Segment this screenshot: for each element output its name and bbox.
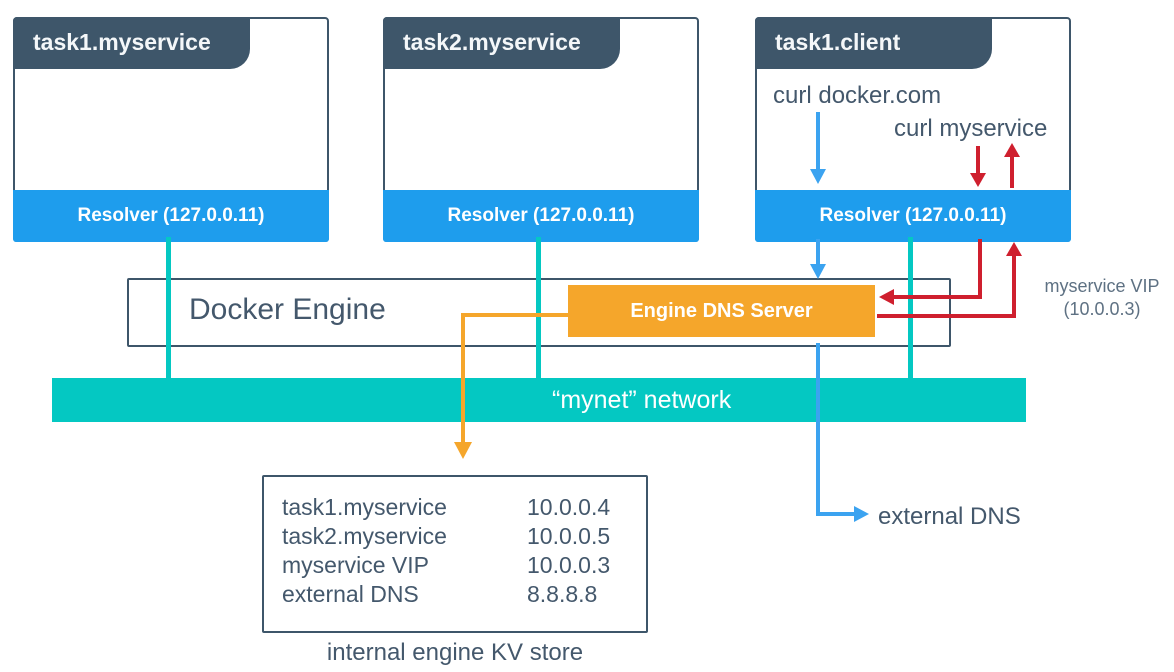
mynet-network-bar: “mynet” network <box>52 378 1026 422</box>
network-link-line-task1-client <box>908 237 913 378</box>
myservice-vip-label-line1: myservice VIP <box>1044 276 1160 296</box>
kv-key: task2.myservice <box>282 523 447 549</box>
container-title: task1.client <box>775 29 901 55</box>
container-tab: task2.myservice <box>383 17 620 69</box>
vip-answer-line <box>1012 256 1016 316</box>
kv-store-row: task1.myservice 10.0.0.4 <box>264 493 646 522</box>
kv-store-row: external DNS 8.8.8.8 <box>264 580 646 609</box>
external-dns-label: external DNS <box>878 503 1021 530</box>
myservice-vip-label: myservice VIP (10.0.0.3) <box>1030 275 1174 321</box>
container-title: task1.myservice <box>33 29 211 55</box>
mynet-network-label: “mynet” network <box>552 386 732 414</box>
resolver-label: Resolver (127.0.0.11) <box>819 205 1007 226</box>
network-link-line-task1-myservice <box>166 237 171 378</box>
resolver-label: Resolver (127.0.0.11) <box>447 205 635 226</box>
kv-store-row: task2.myservice 10.0.0.5 <box>264 522 646 551</box>
container-task1-client: task1.client curl docker.com curl myserv… <box>755 17 1071 242</box>
resolver-bar: Resolver (127.0.0.11) <box>13 190 329 242</box>
container-tab: task1.myservice <box>13 17 250 69</box>
myservice-query-down-arrowhead-icon <box>970 173 986 187</box>
external-forward-arrowhead-icon <box>854 506 869 522</box>
network-link-line-task2-myservice <box>536 237 541 378</box>
engine-dns-server-box: Engine DNS Server <box>568 285 875 337</box>
container-task1-myservice: task1.myservice Resolver (127.0.0.11) <box>13 17 329 242</box>
resolver-bar: Resolver (127.0.0.11) <box>755 190 1071 242</box>
kv-store-caption: internal engine KV store <box>326 639 584 666</box>
kv-value: 8.8.8.8 <box>527 581 598 607</box>
external-query-arrowhead-icon <box>810 264 826 279</box>
container-title: task2.myservice <box>403 29 581 55</box>
curl-myservice-annotation: curl myservice <box>894 115 1048 142</box>
kv-lookup-arrowhead-icon <box>454 442 472 459</box>
vip-answer-line <box>877 314 1016 318</box>
external-query-arrowhead-icon <box>810 169 826 184</box>
myservice-query-to-dns-line <box>978 239 982 297</box>
myservice-vip-label-line2: (10.0.0.3) <box>1063 299 1141 319</box>
kv-value: 10.0.0.4 <box>527 494 611 520</box>
kv-store-row: myservice VIP 10.0.0.3 <box>264 551 646 580</box>
container-tab: task1.client <box>755 17 992 69</box>
container-task2-myservice: task2.myservice Resolver (127.0.0.11) <box>383 17 699 242</box>
myservice-reply-up-arrowhead-icon <box>1004 143 1020 157</box>
myservice-query-to-dns-arrowhead-icon <box>879 289 894 305</box>
kv-key: task1.myservice <box>282 494 447 520</box>
kv-key: myservice VIP <box>282 552 429 578</box>
docker-engine-label: Docker Engine <box>189 293 386 326</box>
kv-value: 10.0.0.3 <box>527 552 611 578</box>
kv-store-box: task1.myservice 10.0.0.4 task2.myservice… <box>262 475 648 633</box>
external-forward-line <box>816 512 854 516</box>
vip-answer-arrowhead-icon <box>1006 242 1022 256</box>
curl-docker-com-annotation: curl docker.com <box>773 82 942 109</box>
myservice-query-down-line <box>976 146 980 173</box>
resolver-bar: Resolver (127.0.0.11) <box>383 190 699 242</box>
external-query-line <box>816 112 820 169</box>
myservice-query-to-dns-line <box>894 295 982 299</box>
kv-value: 10.0.0.5 <box>527 523 611 549</box>
external-query-line <box>816 239 820 264</box>
resolver-label: Resolver (127.0.0.11) <box>77 205 265 226</box>
kv-lookup-arrow-line <box>461 313 568 317</box>
kv-key: external DNS <box>282 581 419 607</box>
kv-lookup-arrow-line <box>461 313 465 442</box>
engine-dns-server-label: Engine DNS Server <box>630 299 813 322</box>
myservice-reply-up-line <box>1010 157 1014 188</box>
external-forward-line <box>816 343 820 516</box>
